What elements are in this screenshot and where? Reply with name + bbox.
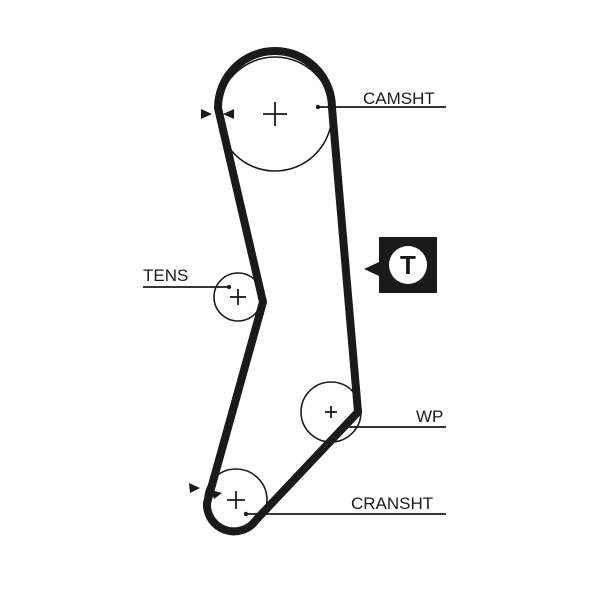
water-pump-label: WP xyxy=(416,407,443,426)
tensioner-badge-circle xyxy=(389,246,427,284)
camshaft-leader-line xyxy=(315,104,446,110)
crankshaft-label: CRANSHT xyxy=(351,494,433,513)
crankshaft-timing-mark-inner xyxy=(211,490,222,499)
tensioner-label: TENS xyxy=(143,266,188,285)
water-pump-leader-line xyxy=(339,424,446,430)
water-pump-pulley xyxy=(300,381,362,443)
timing-belt xyxy=(202,47,362,536)
tensioner-leader-line xyxy=(143,284,232,290)
tensioner-pulley xyxy=(213,272,263,322)
tensioner-badge: T xyxy=(364,237,437,293)
crankshaft-leader-line xyxy=(243,511,446,517)
crankshaft-pulley xyxy=(204,468,268,532)
camshaft-timing-mark-inner xyxy=(223,109,234,119)
camshaft-timing-mark-outer xyxy=(201,109,212,119)
tensioner-badge-letter: T xyxy=(400,250,416,280)
crankshaft-timing-mark-outer xyxy=(189,483,200,493)
camshaft-pulley xyxy=(217,56,333,172)
camshaft-label: CAMSHT xyxy=(363,89,435,108)
